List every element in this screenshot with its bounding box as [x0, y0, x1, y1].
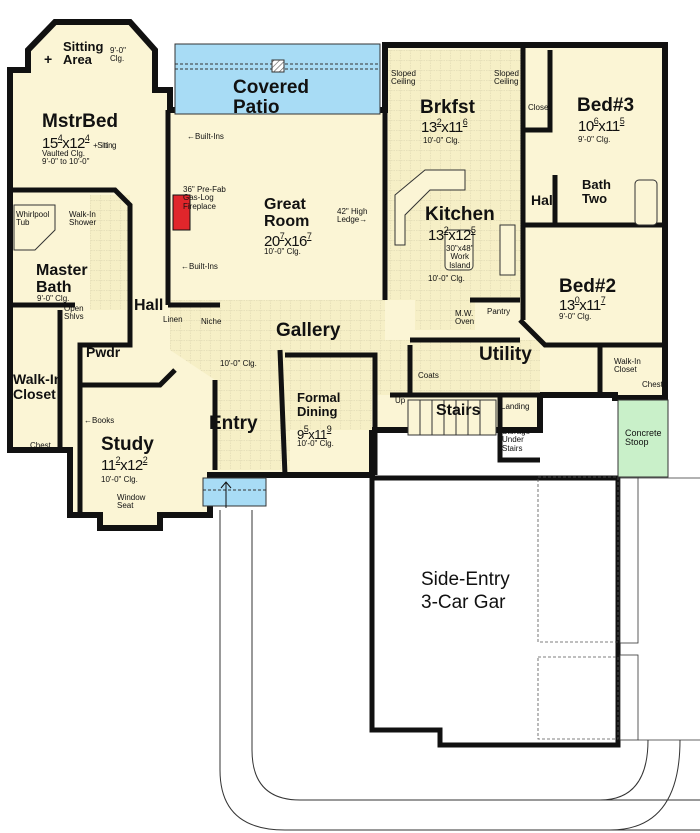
room-label-breakfast: Brkfst	[420, 97, 475, 118]
interior-walls	[10, 45, 665, 515]
entry-porch	[202, 477, 267, 507]
room-label-hall-right: Hall	[531, 192, 557, 208]
note-coats: Coats	[418, 371, 439, 380]
room-label-bed2: Bed#2	[559, 276, 617, 297]
note-linen: Linen	[163, 315, 183, 324]
bath-two-tub	[634, 179, 658, 226]
fireplace-firebox	[172, 194, 191, 231]
garage-area	[369, 475, 700, 748]
master-bed-dimensions: 154x124 +Sitting	[42, 133, 116, 152]
room-label-study: Study	[101, 434, 154, 455]
note-chest-master: Chest	[30, 441, 51, 450]
room-label-kitchen: Kitchen	[425, 204, 495, 225]
note-books: ←Books	[84, 416, 115, 425]
room-label-gallery: Gallery	[276, 320, 341, 341]
bed2-dimensions: 130x117	[559, 295, 606, 314]
bed3-dimensions: 106x115	[578, 116, 625, 135]
great-room-dimensions: 207x167	[264, 231, 312, 250]
study-dimensions: 112x122	[101, 455, 148, 474]
study-ceiling: 10'-0" Clg.	[101, 475, 138, 484]
note-mw-oven: M.W.Oven	[455, 309, 475, 327]
kitchen-ceiling: 10'-0" Clg.	[428, 274, 465, 283]
room-label-bed3: Bed#3	[577, 95, 635, 116]
master-bath-ceiling: 9'-0" Clg.	[37, 294, 70, 303]
note-landing: Landing	[501, 402, 530, 411]
breakfast-dimensions: 132x116	[421, 117, 468, 136]
covered-patio-area	[174, 43, 381, 115]
note-closet-bed3: Closet	[528, 103, 551, 112]
room-label-entry: Entry	[209, 413, 258, 434]
room-label-hall-left: Hall	[134, 297, 164, 314]
stairs-treads	[407, 399, 497, 436]
sitting-area-ceiling: 9'-0"Clg.	[110, 46, 126, 63]
note-niche: Niche	[201, 317, 222, 326]
whirlpool-tub	[13, 204, 56, 251]
gallery-ceiling: 10'-0" Clg.	[220, 359, 257, 368]
note-built-ins-bottom: ←Built-Ins	[181, 262, 218, 271]
kitchen-dimensions: 132x125	[428, 225, 476, 244]
note-chest-bed2: Chest	[642, 380, 663, 389]
note-built-ins-top: ←Built-Ins	[187, 132, 224, 141]
room-label-utility: Utility	[479, 344, 532, 365]
room-label-powder: Pwdr	[86, 344, 121, 360]
kitchen-counters	[394, 169, 516, 276]
bed3-ceiling: 9'-0" Clg.	[578, 135, 611, 144]
master-bed-ceiling: Vaulted Clg.9'-0" to 10'-0"	[42, 149, 90, 166]
formal-dining-dimensions: 95x119	[297, 424, 332, 442]
note-up: Up	[395, 396, 406, 405]
room-label-stairs: Stairs	[436, 402, 481, 419]
formal-dining-ceiling: 10'-0" Clg.	[297, 439, 334, 448]
room-label-master-bed: MstrBed	[42, 111, 119, 132]
breakfast-ceiling: 10'-0" Clg.	[423, 136, 460, 145]
note-pantry: Pantry	[487, 307, 511, 316]
concrete-stoop-area	[617, 399, 669, 478]
plus-icon: +	[44, 51, 53, 67]
driveway-outline	[219, 510, 700, 831]
bed2-ceiling: 9'-0" Clg.	[559, 312, 592, 321]
great-room-ceiling: 10'-0" Clg.	[264, 247, 301, 256]
